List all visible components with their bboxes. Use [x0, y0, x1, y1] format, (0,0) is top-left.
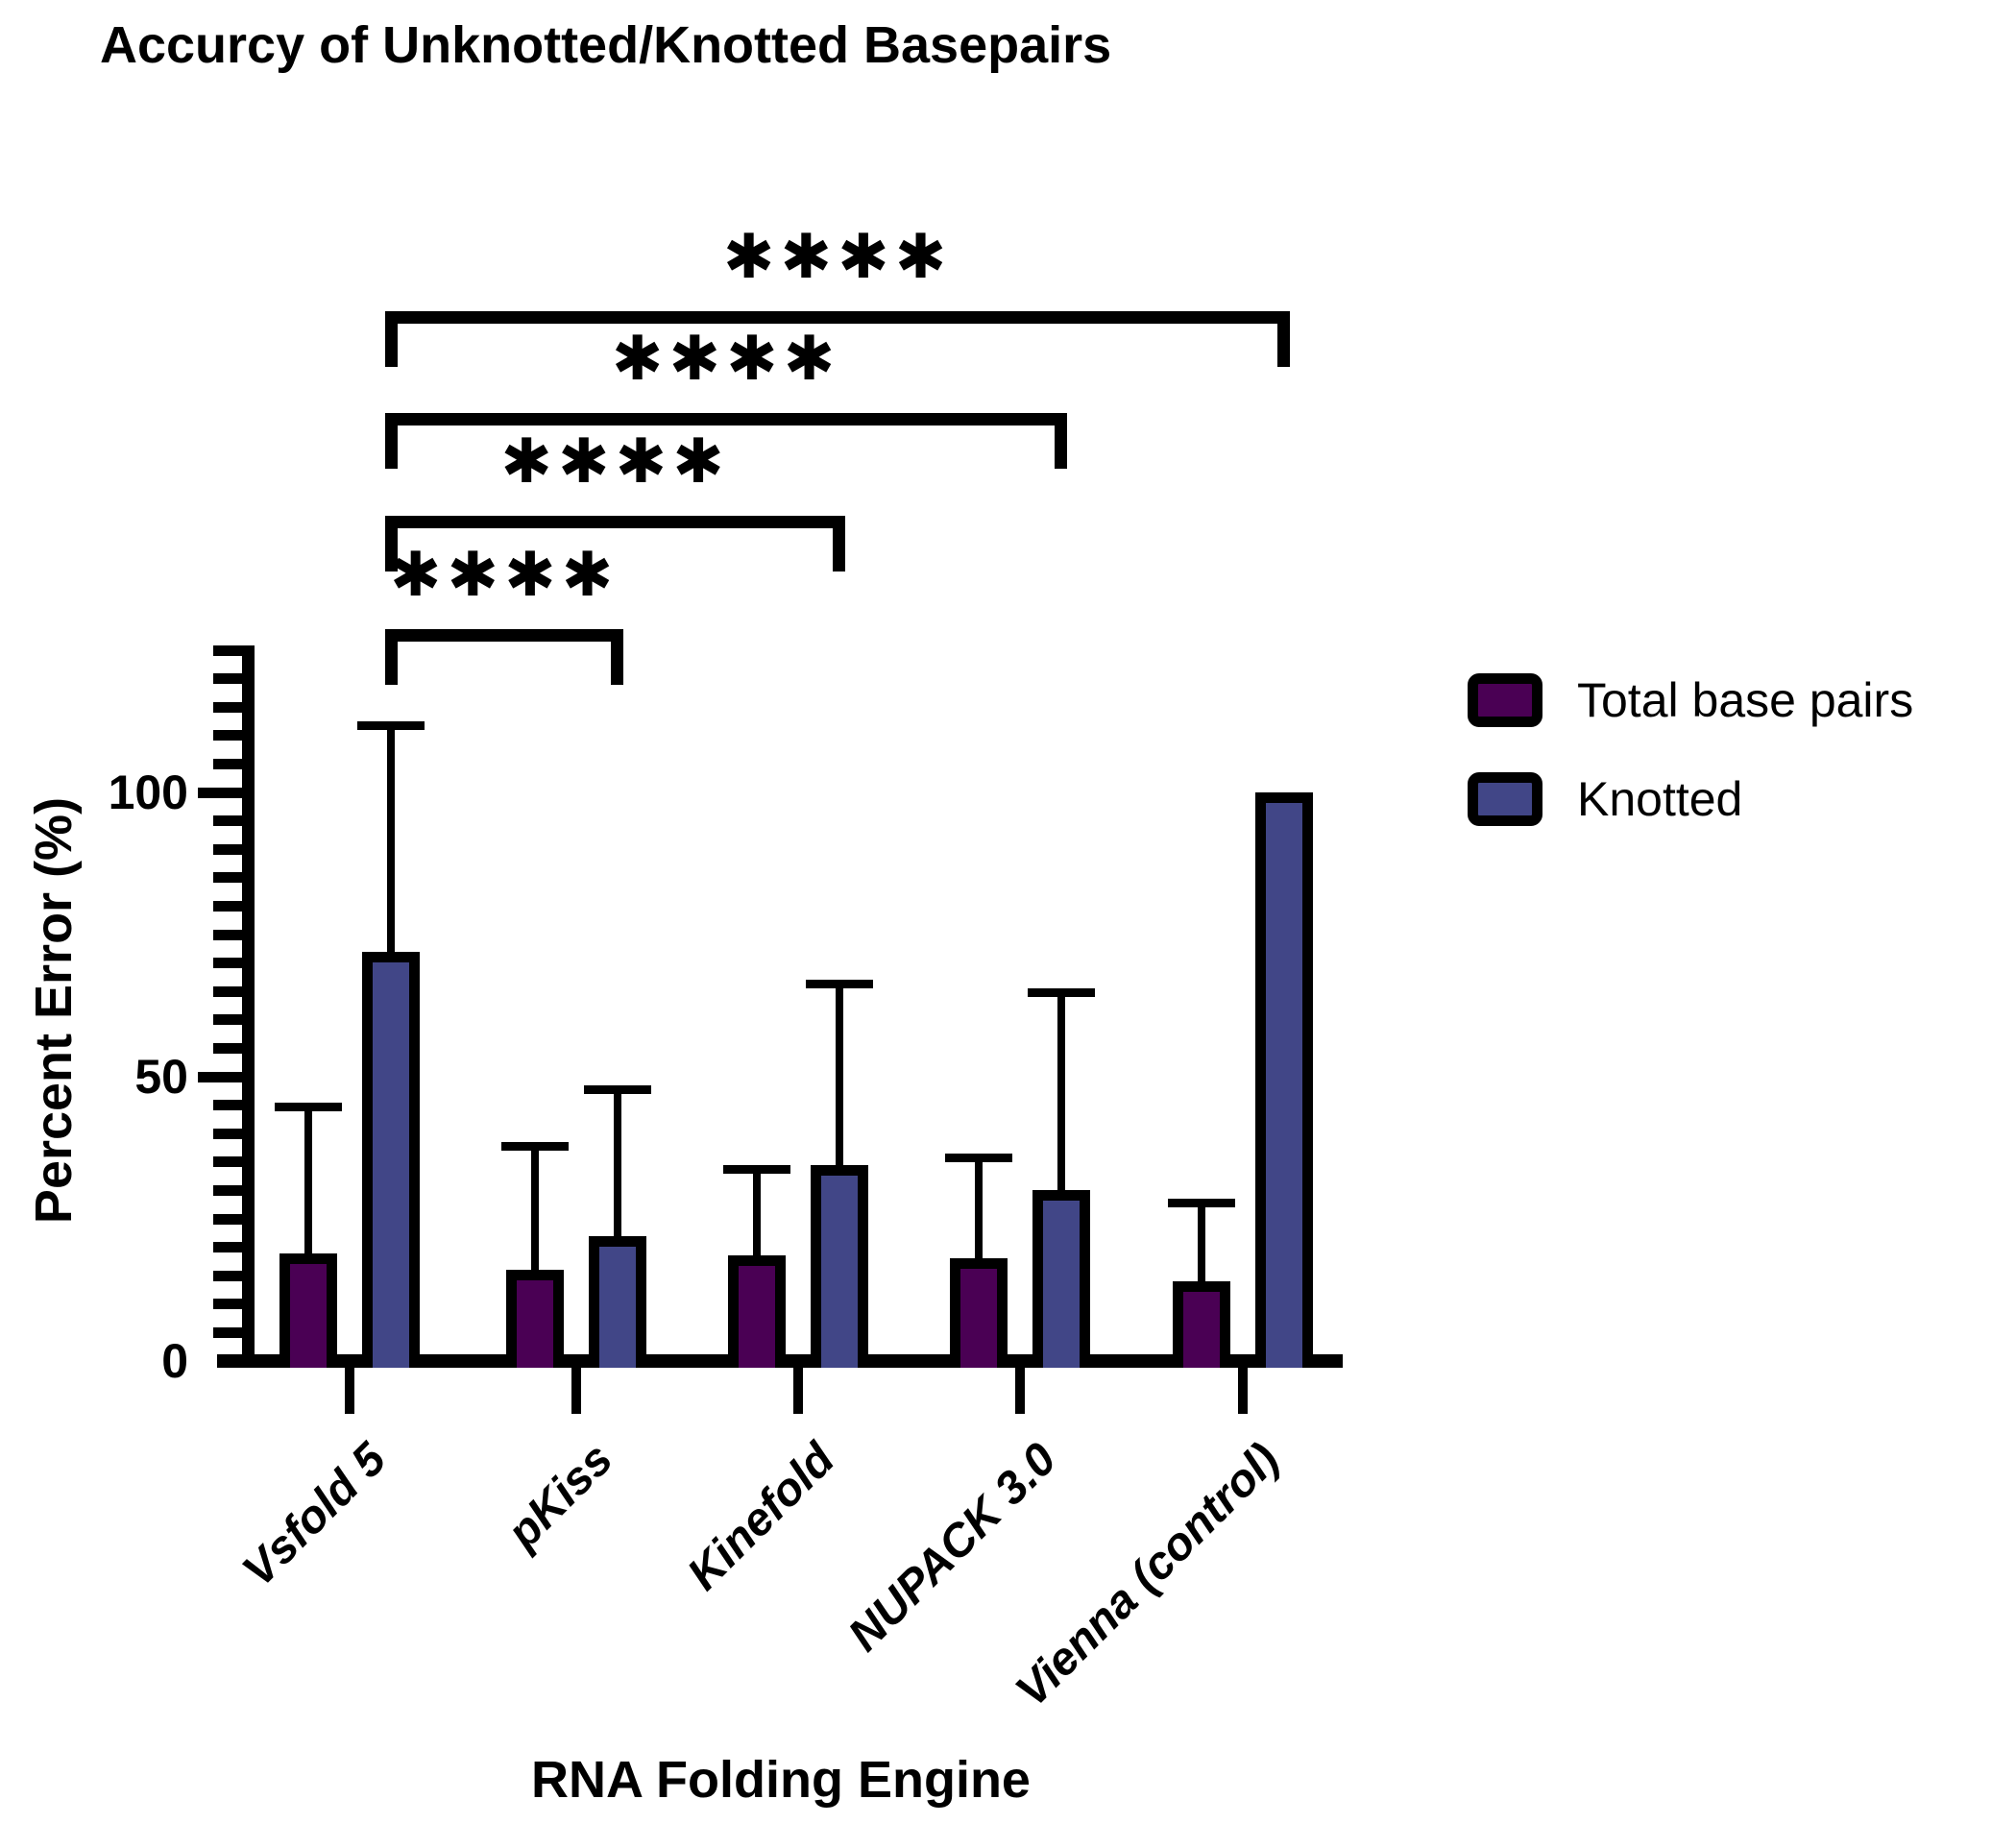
error-bar-cap	[723, 1164, 790, 1174]
y-tick-label: 100	[108, 766, 188, 819]
y-tick-minor	[213, 1100, 242, 1111]
error-bar-line	[614, 1093, 621, 1255]
y-tick-minor	[213, 929, 242, 940]
legend-label-knotted: Knotted	[1577, 772, 1743, 826]
y-tick-minor	[213, 644, 242, 656]
significance-bracket	[385, 413, 1067, 469]
y-axis-line	[242, 645, 255, 1368]
significance-bracket	[385, 629, 623, 685]
error-bar-line	[975, 1161, 983, 1278]
legend-item-knotted: Knotted	[1468, 771, 1742, 827]
x-axis-title: RNA Folding Engine	[531, 1751, 1031, 1809]
legend: Total base pairs Knotted	[1468, 672, 2005, 884]
y-tick-label: 50	[134, 1050, 188, 1104]
y-tick-minor	[213, 1156, 242, 1168]
significance-stars: ✱✱✱✱	[389, 540, 619, 611]
y-tick-minor	[213, 1213, 242, 1225]
y-tick-minor	[213, 815, 242, 827]
error-bar-line	[304, 1110, 312, 1273]
y-tick-minor	[213, 1128, 242, 1139]
y-tick-minor	[213, 1326, 242, 1338]
y-tick-minor	[213, 730, 242, 742]
legend-swatch-total-base-pairs	[1468, 673, 1542, 727]
error-bar-line	[531, 1150, 539, 1290]
significance-bracket	[385, 311, 1290, 367]
y-tick-major	[198, 1071, 242, 1082]
error-bar-line	[387, 729, 395, 971]
bar-total-base-pairs	[950, 1258, 1008, 1368]
error-bar-line	[1057, 997, 1065, 1210]
legend-swatch-knotted	[1468, 772, 1542, 826]
y-tick-minor	[213, 673, 242, 685]
y-tick-minor	[213, 985, 242, 997]
error-bar-cap	[1028, 988, 1095, 998]
error-bar-cap	[1168, 1199, 1235, 1208]
x-category-label: Kinefold	[677, 1433, 845, 1600]
legend-item-total-base-pairs: Total base pairs	[1468, 672, 1913, 728]
y-tick-minor	[213, 1042, 242, 1054]
y-tick-minor	[213, 701, 242, 713]
y-tick-major	[198, 787, 242, 798]
bar-knotted	[1255, 792, 1313, 1368]
chart-title: Accurcy of Unknotted/Knotted Basepairs	[100, 16, 1112, 74]
y-tick-minor	[213, 758, 242, 769]
bar-knotted	[589, 1235, 646, 1368]
significance-stars: ✱✱✱✱	[500, 426, 730, 498]
error-bar-cap	[945, 1153, 1012, 1162]
bar-total-base-pairs	[279, 1252, 337, 1368]
error-bar-line	[753, 1173, 761, 1276]
x-category-label: pKiss	[498, 1433, 623, 1559]
y-tick-minor	[213, 843, 242, 855]
y-tick-minor	[213, 1014, 242, 1026]
error-bar-cap	[275, 1102, 342, 1111]
x-tick	[1238, 1368, 1248, 1414]
error-bar-cap	[357, 720, 425, 730]
x-category-label: NUPACK 3.0	[838, 1433, 1067, 1662]
bar-knotted	[811, 1164, 868, 1368]
bar-knotted	[362, 951, 420, 1368]
y-tick-minor	[213, 1299, 242, 1310]
bar-knotted	[1032, 1190, 1090, 1368]
x-category-label: Vienna (control)	[1006, 1433, 1290, 1717]
error-bar-cap	[584, 1084, 651, 1094]
y-tick-minor	[213, 958, 242, 969]
y-tick-minor	[213, 900, 242, 912]
significance-stars: ✱✱✱✱	[611, 324, 841, 395]
bar-total-base-pairs	[506, 1270, 564, 1368]
legend-label-total-base-pairs: Total base pairs	[1577, 673, 1914, 727]
y-tick-label: 0	[161, 1334, 188, 1388]
bar-total-base-pairs	[1173, 1281, 1230, 1368]
error-bar-line	[1198, 1207, 1205, 1301]
error-bar-cap	[501, 1141, 569, 1151]
bar-total-base-pairs	[728, 1255, 786, 1368]
x-tick	[571, 1368, 581, 1414]
y-tick-minor	[213, 1270, 242, 1281]
significance-stars: ✱✱✱✱	[722, 222, 953, 293]
y-tick-minor	[213, 1242, 242, 1253]
y-tick-minor	[213, 1184, 242, 1196]
error-bar-line	[836, 988, 843, 1184]
significance-bracket	[385, 516, 845, 571]
x-tick	[1015, 1368, 1025, 1414]
x-tick	[793, 1368, 803, 1414]
x-category-label: Vsfold 5	[232, 1433, 397, 1597]
error-bar-cap	[806, 980, 873, 989]
y-tick-minor	[213, 872, 242, 884]
x-tick	[345, 1368, 354, 1414]
